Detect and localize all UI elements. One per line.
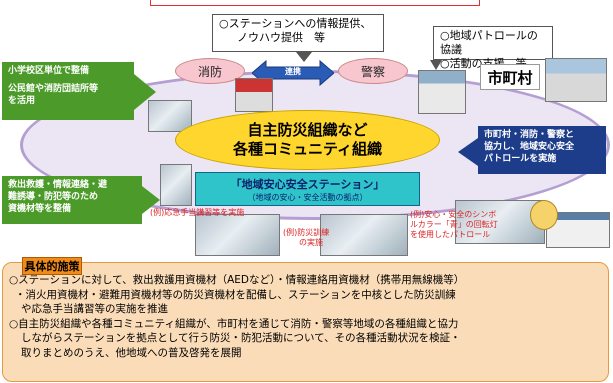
- drill-caption: (例)防災訓練 の実施: [283, 228, 339, 248]
- box-line: 救出救護・情報連絡・避: [8, 180, 108, 190]
- box-line: 協力し、地域安心安全: [484, 142, 575, 152]
- box-line: 難誘導・防犯等のため: [8, 192, 99, 202]
- measure-line: ○自主防災組織や各種コミュニティ組織が、市町村を通じて消防・警察等地域の各種組織…: [9, 317, 459, 330]
- box-line: パトロールを実施: [484, 154, 557, 164]
- caption-line: の実施: [299, 238, 323, 247]
- caption-line: を使用したパトロール: [410, 230, 491, 239]
- callout-line: ノウハウ提供 等: [237, 31, 325, 44]
- fire-station-illustration: [235, 78, 273, 112]
- arrow-right-icon: [142, 186, 160, 214]
- measure-line: ・消火用資機材・避難用資機材等の防災資機材を配備し、ステーションを中核とした防災…: [15, 288, 456, 301]
- patrol-car-photo: [455, 200, 545, 244]
- first-aid-caption: (例)応急手当講習等を実施: [150, 208, 245, 217]
- community-organization-ellipse: 自主防災組織など 各種コミュニティ組織: [175, 110, 440, 170]
- safety-station-box: 「地域安心安全ステーション」 （地域の安心・安全活動の拠点）: [195, 172, 420, 206]
- box-line: を活用: [8, 96, 36, 106]
- equipment-cabinet-photo: [160, 164, 192, 206]
- station-title: 「地域安心安全ステーション」: [230, 177, 385, 191]
- callout-pointer: [296, 52, 312, 62]
- fire-node: 消防: [175, 58, 245, 84]
- callout-line: ○地域パトロールの協議: [440, 29, 538, 56]
- disaster-drill-photo: [320, 214, 408, 256]
- measure-line: ○ステーションに対して、救出救護用資機材（AEDなど）・情報連絡用資機材（携帯用…: [9, 274, 465, 286]
- box-line: 小学校区単位で整備: [8, 66, 90, 76]
- measure-line: や応急手当講習等の実施を推進: [21, 303, 168, 315]
- arrow-left-icon: [458, 138, 478, 166]
- caption-line: (例)安心・安全のシンボ: [410, 210, 497, 219]
- patrol-callout: ○地域パトロールの協議 ○活動の支援 等: [433, 26, 553, 70]
- station-support-callout: ○ステーションへの情報提供、 ノウハウ提供 等: [212, 14, 384, 52]
- callout-pointer: [430, 60, 442, 70]
- community-hall-photo: [148, 100, 192, 132]
- callout-line: ○ステーションへの情報提供、: [219, 17, 372, 30]
- patrol-cooperation-box: 市町村・消防・警察と 協力し、地域安心安全 パトロールを実施: [478, 126, 606, 174]
- mascot-illustration: [530, 200, 558, 230]
- link-label: 連携: [285, 67, 301, 76]
- city-hall-illustration: [545, 58, 607, 102]
- municipality-label: 市町村: [480, 64, 540, 90]
- box-line: 公民館や消防団詰所等: [8, 84, 99, 94]
- equipment-box: 救出救護・情報連絡・避 難誘導・防犯等のため 資機材等を整備: [2, 176, 142, 224]
- box-line: 市町村・消防・警察と: [484, 130, 575, 140]
- caption-line: (例)防災訓練: [283, 228, 330, 237]
- specific-measures-tag: 具体的施策: [22, 257, 82, 275]
- center-line: 各種コミュニティ組織: [232, 140, 383, 158]
- first-aid-training-photo: [195, 214, 280, 256]
- caption-line: ルカラー「青」の回転灯: [410, 220, 498, 229]
- measure-line: しながらステーションを拠点として行う防災・防犯活動について、その各種活動状況を検…: [21, 332, 461, 344]
- police-station-illustration: [418, 70, 466, 114]
- school-district-box: 小学校区単位で整備 公民館や消防団詰所等 を活用: [2, 62, 134, 120]
- box-line: 資機材等を整備: [8, 204, 72, 214]
- patrol-light-caption: (例)安心・安全のシンボ ルカラー「青」の回転灯 を使用したパトロール: [410, 210, 515, 240]
- top-frame-line: [150, 0, 480, 6]
- specific-measures-panel: ○ステーションに対して、救出救護用資機材（AEDなど）・情報連絡用資機材（携帯用…: [2, 262, 609, 382]
- measure-line: 取りまとめのうえ、他地域への普及啓発を展開: [21, 346, 242, 359]
- center-line: 自主防災組織など: [247, 121, 368, 139]
- police-node: 警察: [338, 58, 408, 84]
- station-subtitle: （地域の安心・安全活動の拠点）: [247, 192, 368, 202]
